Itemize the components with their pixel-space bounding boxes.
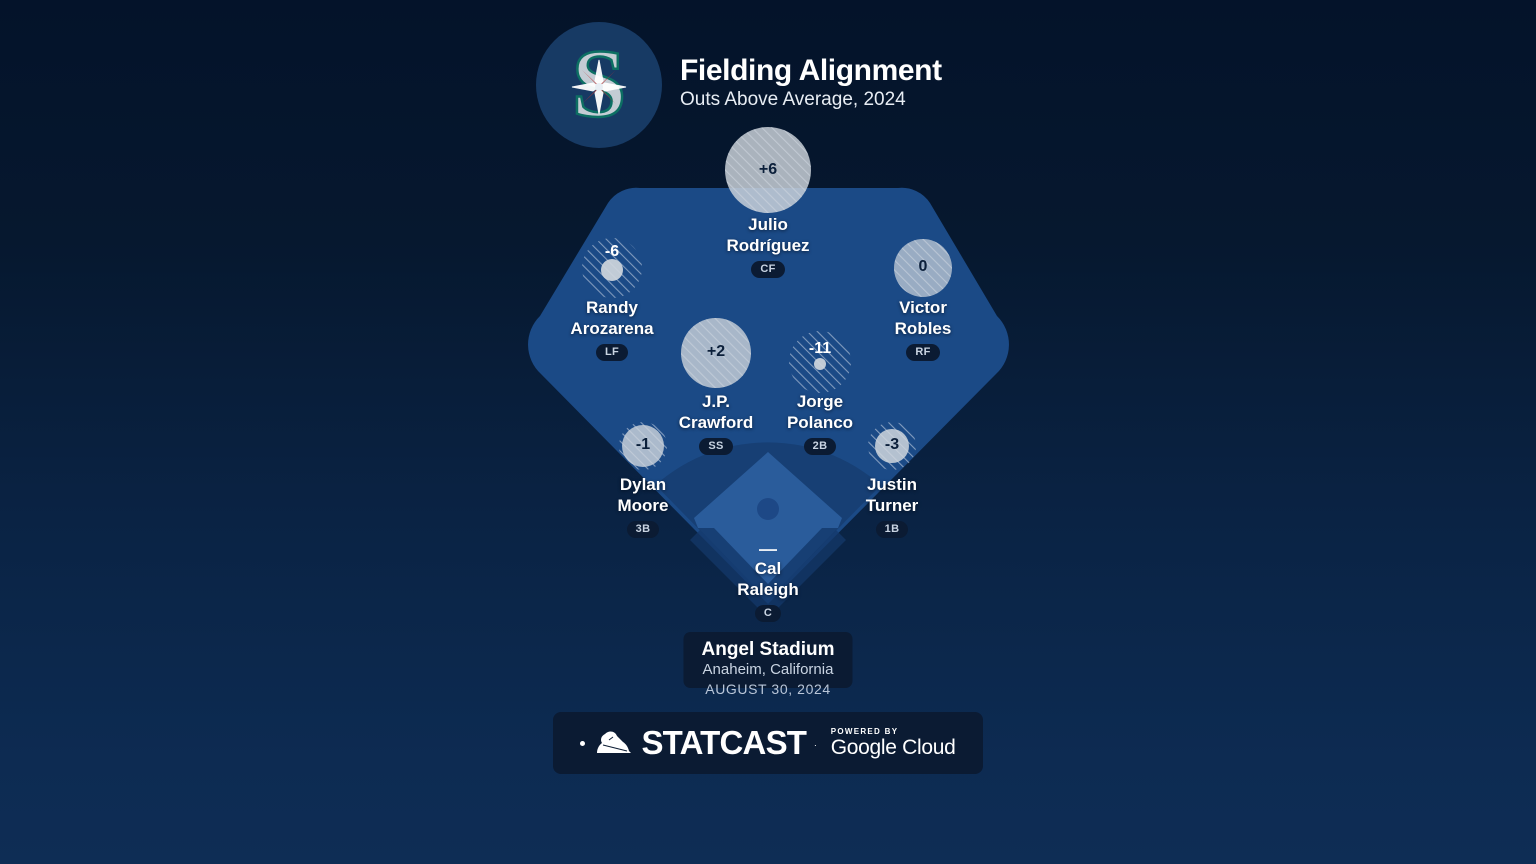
position-badge-lf: LF <box>595 343 629 361</box>
player-name-cf-line2: Rodríguez <box>726 236 810 256</box>
player-value-cf: +6 <box>758 161 778 178</box>
mariners-logo-icon: S <box>536 22 662 148</box>
title-block: Fielding Alignment Outs Above Average, 2… <box>680 54 942 116</box>
page-title: Fielding Alignment <box>680 53 942 87</box>
player-ss[interactable]: +2 J.P. Crawford SS <box>616 344 816 455</box>
player-lf[interactable]: -6 Randy Arozarena LF <box>512 244 712 361</box>
venue-chip: Angel Stadium Anaheim, California <box>683 632 853 688</box>
player-name-cf-line1: Julio <box>748 215 788 234</box>
position-badge-ss: SS <box>699 437 733 455</box>
player-value-1b: -3 <box>884 436 900 453</box>
position-badge-1b: 1B <box>875 520 909 538</box>
player-name-c-line1: Cal <box>754 559 782 578</box>
player-cf[interactable]: +6 Julio Rodríguez CF <box>668 162 868 278</box>
player-value-2b: -11 <box>808 340 832 357</box>
player-name-rf-line1: Victor <box>899 298 947 317</box>
position-badge-2b: 2B <box>803 437 837 455</box>
player-c[interactable]: — Cal Raleigh C <box>668 540 868 622</box>
statcast-branding-bar: STATCAST . POWERED BY Google Cloud <box>553 712 983 774</box>
statcast-lockup: STATCAST . <box>580 724 817 762</box>
player-1b[interactable]: -3 Justin Turner 1B <box>792 437 992 538</box>
player-name-ss-line1: J.P. <box>701 392 731 411</box>
player-name-lf-line2: Arozarena <box>570 319 654 339</box>
player-name-ss-line2: Crawford <box>678 413 754 433</box>
player-name-1b-line1: Justin <box>866 475 918 494</box>
venue-city: Anaheim, California <box>702 660 834 678</box>
graphic-header: S Fielding Alignment Outs Above Averag <box>536 22 942 148</box>
player-value-rf: 0 <box>918 258 928 275</box>
position-badge-cf: CF <box>751 260 785 278</box>
position-badge-rf: RF <box>906 343 940 361</box>
venue-name: Angel Stadium <box>701 639 835 660</box>
position-badge-3b: 3B <box>626 520 660 538</box>
statcast-wordmark: STATCAST <box>641 724 807 761</box>
player-name-2b-line1: Jorge <box>796 392 844 411</box>
player-2b[interactable]: -11 Jorge Polanco 2B <box>720 341 920 455</box>
google-cloud-lockup: POWERED BY Google Cloud <box>831 727 956 760</box>
mariners-s-compass-icon: S <box>570 30 627 139</box>
catcher-silhouette-icon <box>597 731 632 753</box>
statcast-dot-icon <box>580 740 586 746</box>
player-value-3b: -1 <box>635 436 651 453</box>
player-name-c-line2: Raleigh <box>737 580 799 600</box>
marker-core-lf <box>601 259 623 281</box>
player-name-2b-line2: Polanco <box>786 413 854 433</box>
player-name-3b-line2: Moore <box>617 496 669 516</box>
player-name-3b-line1: Dylan <box>619 475 667 494</box>
player-3b[interactable]: -1 Dylan Moore 3B <box>543 437 743 538</box>
powered-by-label: POWERED BY <box>830 726 899 736</box>
player-value-lf: -6 <box>604 243 620 260</box>
statcast-trademark: . <box>814 738 817 748</box>
page-subtitle: Outs Above Average, 2024 <box>680 89 906 111</box>
player-name-lf-line1: Randy <box>586 298 638 317</box>
player-rf[interactable]: 0 Victor Robles RF <box>823 259 1023 361</box>
position-badge-c: C <box>754 604 782 622</box>
player-name-1b-line2: Turner <box>865 496 919 516</box>
game-date: AUGUST 30, 2024 <box>705 681 831 697</box>
google-cloud-brand: Google Cloud <box>830 735 956 759</box>
player-name-rf-line2: Robles <box>894 319 952 339</box>
pitchers-mound <box>757 498 779 520</box>
player-value-c: — <box>759 539 777 559</box>
